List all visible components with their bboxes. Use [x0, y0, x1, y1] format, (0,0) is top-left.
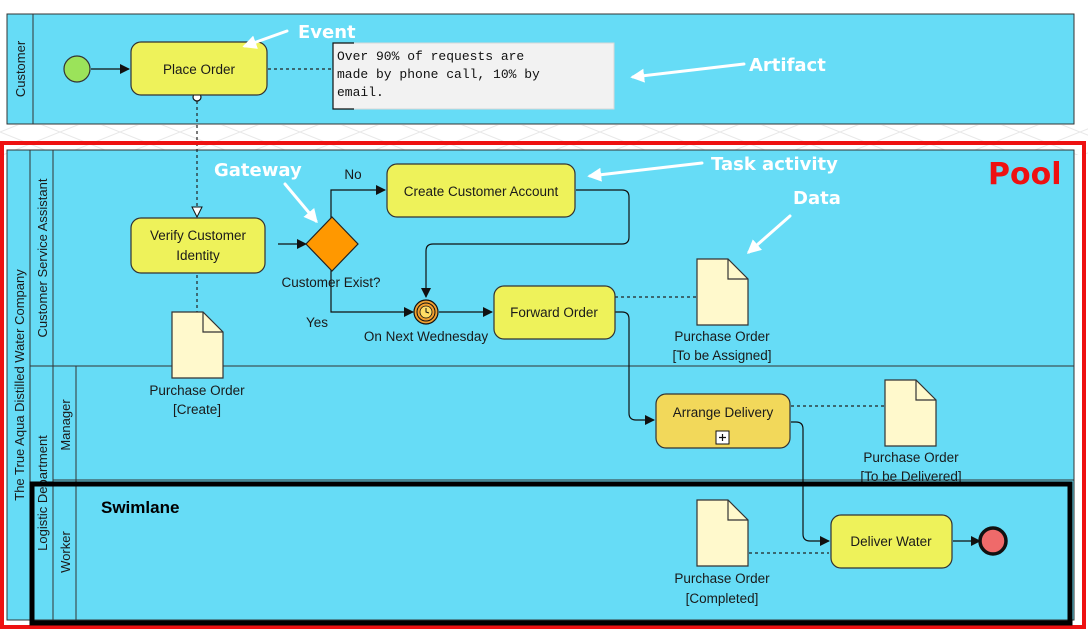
- po-delivered-name: Purchase Order: [863, 450, 959, 465]
- flow-gateway-to-create-account: [330, 185, 386, 218]
- task-verify-label-line1: Verify Customer: [150, 228, 247, 243]
- task-forward-order[interactable]: Forward Order: [493, 285, 616, 340]
- timer-event[interactable]: [413, 299, 439, 325]
- flow-create-account-to-timer: [421, 189, 630, 298]
- artifact-note-line2: made by phone call, 10% by: [337, 67, 540, 82]
- task-activity-callout: Task activity: [711, 154, 838, 175]
- event-callout: Event: [298, 22, 356, 43]
- gateway-customer-exist[interactable]: [305, 216, 359, 272]
- task-deliver-water[interactable]: Deliver Water: [830, 514, 953, 569]
- data-object-po-create[interactable]: Purchase Order [Create]: [149, 311, 245, 417]
- task-place-order-label: Place Order: [163, 62, 236, 77]
- flow-gateway-to-timer: [330, 270, 414, 317]
- task-verify-label-line2: Identity: [176, 248, 220, 263]
- data-object-po-assigned[interactable]: Purchase Order [To be Assigned]: [672, 258, 772, 363]
- data-object-po-delivered[interactable]: Purchase Order [To be Delivered]: [860, 379, 962, 484]
- task-create-customer-account[interactable]: Create Customer Account: [386, 163, 576, 218]
- pool-highlight-frame: [0, 141, 1086, 629]
- expand-subprocess-icon[interactable]: [715, 430, 730, 445]
- po-assigned-state: [To be Assigned]: [672, 348, 771, 363]
- sequence-flows: [91, 64, 981, 546]
- lane-label-manager: Manager: [58, 399, 73, 451]
- customer-pool-label: Customer: [13, 40, 28, 97]
- po-completed-state: [Completed]: [686, 591, 759, 606]
- callout-arrows: [242, 29, 792, 254]
- subprocess-arrange-delivery[interactable]: Arrange Delivery: [655, 393, 791, 449]
- po-delivered-state: [To be Delivered]: [860, 469, 961, 484]
- data-object-po-completed[interactable]: Purchase Order [Completed]: [674, 499, 770, 606]
- company-pool-label: The True Aqua Distilled Water Company: [12, 269, 27, 501]
- start-event[interactable]: [63, 55, 91, 83]
- po-completed-name: Purchase Order: [674, 571, 770, 586]
- gateway-yes-label: Yes: [306, 315, 328, 330]
- artifact-note-line3: email.: [337, 85, 384, 100]
- task-deliver-water-label: Deliver Water: [850, 534, 932, 549]
- timer-label: On Next Wednesday: [364, 329, 489, 344]
- gateway-callout-arrow: [283, 182, 318, 224]
- lane-label-worker: Worker: [58, 531, 73, 573]
- pool-callout: Pool: [988, 157, 1062, 192]
- event-callout-arrow: [242, 29, 289, 49]
- artifact-callout: Artifact: [749, 55, 826, 76]
- task-create-account-label: Create Customer Account: [404, 184, 559, 199]
- message-and-associations: [197, 68, 885, 554]
- end-event[interactable]: [978, 526, 1008, 556]
- po-create-state: [Create]: [173, 402, 221, 417]
- gateway-callout: Gateway: [214, 160, 302, 181]
- swimlane-highlight-frame: [29, 481, 1073, 626]
- po-create-name: Purchase Order: [149, 383, 245, 398]
- task-activity-callout-arrow: [587, 161, 704, 182]
- lane-label-logistic: Logistic Department: [35, 435, 50, 551]
- artifact-note-line1: Over 90% of requests are: [337, 49, 524, 64]
- data-callout-arrow: [746, 214, 792, 254]
- po-assigned-name: Purchase Order: [674, 329, 770, 344]
- gateway-no-label: No: [344, 167, 361, 182]
- task-place-order[interactable]: Place Order: [130, 41, 268, 96]
- task-forward-order-label: Forward Order: [510, 305, 598, 320]
- subprocess-arrange-delivery-label: Arrange Delivery: [673, 405, 774, 420]
- lane-label-csa: Customer Service Assistant: [35, 178, 50, 337]
- artifact-callout-arrow: [630, 62, 746, 83]
- flow-forward-to-arrange: [615, 311, 655, 425]
- artifact-note[interactable]: Over 90% of requests are made by phone c…: [332, 42, 615, 110]
- swimlane-callout: Swimlane: [101, 498, 179, 517]
- data-callout: Data: [793, 188, 841, 209]
- gateway-label: Customer Exist?: [281, 275, 380, 290]
- task-verify-customer-identity[interactable]: Verify Customer Identity: [130, 217, 266, 274]
